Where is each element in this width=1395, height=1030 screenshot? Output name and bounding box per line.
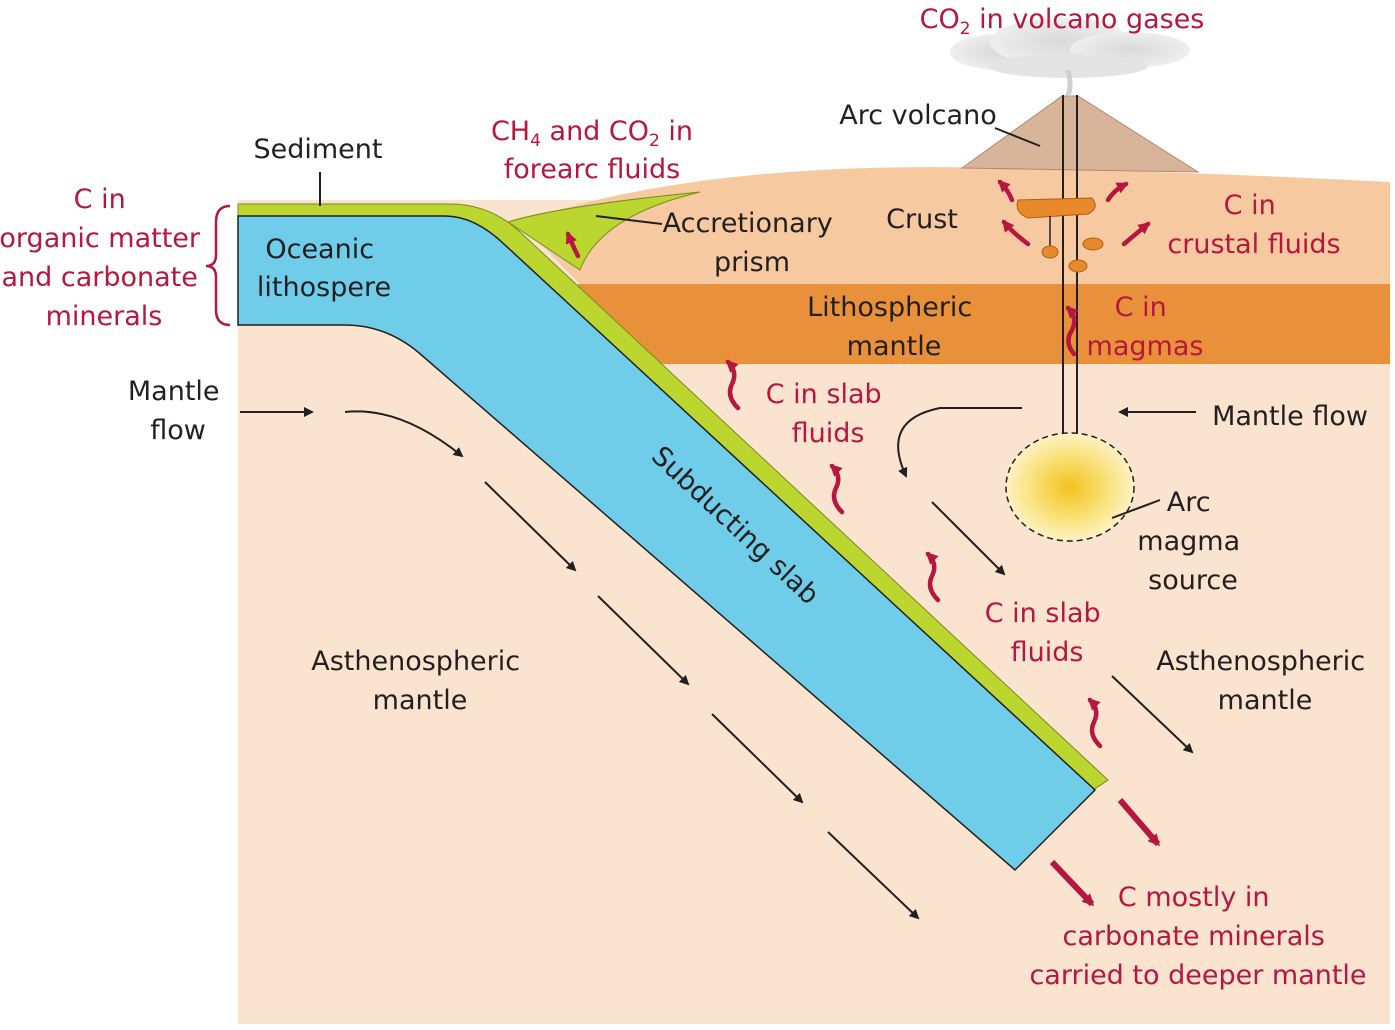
label-mantle-flow-left: Mantle flow [128,376,228,446]
label-c-organic: C in organic matter and carbonate minera… [0,184,209,332]
lithospheric-mantle-layer [578,284,1390,364]
volcano-gas-cloud [950,18,1190,97]
accretionary-prism [506,191,701,271]
label-mantle-flow-right: Mantle flow [1212,401,1368,432]
label-arc-magma-source: Arc magma source [1137,487,1248,596]
label-oceanic-lithosphere: Oceanic lithospere [257,234,391,303]
label-forearc-fluids: CH4 and CO2 in [491,116,693,151]
arc-magma-source [1005,432,1135,542]
label-c-crustal: C in crustal fluids [1167,190,1340,260]
label-arc-volcano: Arc volcano [839,100,996,131]
carbon-fluid-arrows [565,179,1151,749]
label-asthenospheric-left: Asthenospheric mantle [311,646,528,716]
magma-pocket-3 [1068,259,1088,273]
mantle-flow-arrows [240,407,1196,920]
crust-layer [520,167,1390,284]
magma-chamber [1016,197,1096,219]
arc-volcano-shape [960,95,1200,173]
label-asthenospheric-right: Asthenospheric mantle [1156,646,1373,716]
label-c-magmas: C in magmas [1087,292,1204,362]
label-c-slab-fluids-2: C in slab fluids [985,598,1109,668]
magma-pocket-2 [1082,237,1104,251]
subducting-slab [237,215,1097,872]
leader-volcano [994,127,1041,147]
label-lithospheric-mantle: Lithospheric mantle [807,292,981,362]
brace [205,204,231,327]
deep-carbon-arrows [1049,798,1161,907]
label-c-deeper-mantle: C mostly in carbonate minerals carried t… [1029,882,1366,991]
label-sediment: Sediment [253,134,382,165]
label-forearc-fluids-2: forearc fluids [504,154,680,185]
leader-accretionary [595,215,663,225]
label-crust: Crust [886,204,958,235]
magma-pocket-1 [1041,245,1059,259]
leader-magma-source [1111,499,1161,519]
label-c-slab-fluids-1: C in slab fluids [766,379,890,449]
label-co2-volcano: CO2 in volcano gases [920,4,1205,39]
label-accretionary-prism: Accretionary prism [663,208,842,278]
